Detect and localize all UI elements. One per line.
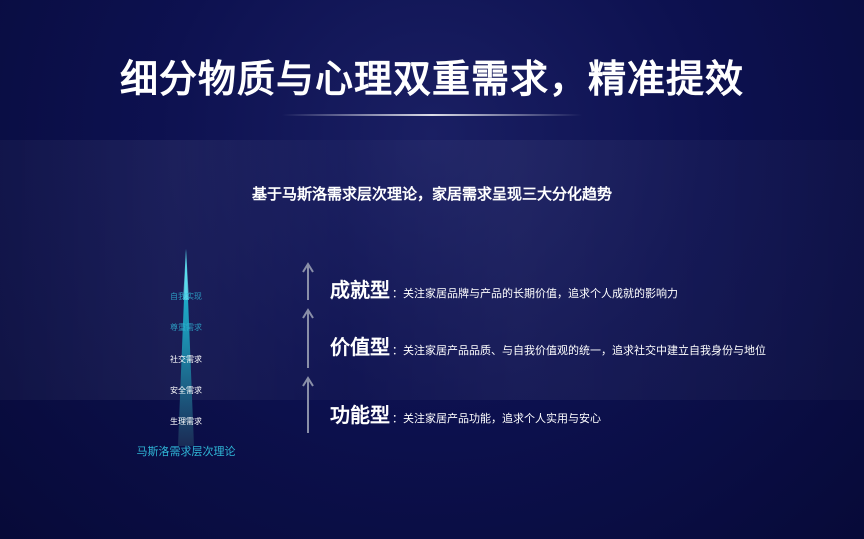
pyramid-level-social: 社交需求: [170, 355, 202, 364]
tier-value-type: 价值型: [330, 335, 390, 359]
maslow-pyramid: [178, 249, 194, 446]
arrow-function: [302, 376, 314, 433]
maslow-caption: 马斯洛需求层次理论: [136, 445, 236, 458]
tier-function-type: 功能型: [330, 403, 390, 427]
arrow-value: [302, 308, 314, 368]
page-title: 细分物质与心理双重需求，精准提效: [119, 57, 744, 101]
tier-achievement: 成就型 ：关注家居品牌与产品的长期价值，追求个人成就的影响力: [330, 274, 678, 303]
page-subtitle: 基于马斯洛需求层次理论，家居需求呈现三大分化趋势: [251, 185, 612, 203]
pyramid-level-self-actualization: 自我实现: [170, 292, 202, 301]
tier-function-desc: ：关注家居产品功能，追求个人实用与安心: [392, 412, 601, 425]
tier-achievement-type: 成就型: [330, 278, 390, 302]
tier-value-desc: ：关注家居产品品质、与自我价值观的统一，追求社交中建立自我身份与地位: [392, 344, 766, 357]
title-underline: [282, 114, 582, 116]
pyramid-level-physiological: 生理需求: [170, 417, 202, 426]
arrow-achievement: [302, 262, 314, 300]
pyramid-level-safety: 安全需求: [170, 386, 202, 395]
background-band: [0, 140, 864, 400]
pyramid-level-esteem: 尊重需求: [170, 323, 202, 332]
tier-value: 价值型 ：关注家居产品品质、与自我价值观的统一，追求社交中建立自我身份与地位: [330, 331, 766, 360]
maslow-pyramid-highlight: [183, 249, 189, 300]
tier-achievement-desc: ：关注家居品牌与产品的长期价值，追求个人成就的影响力: [392, 287, 678, 300]
tier-function: 功能型 ：关注家居产品功能，追求个人实用与安心: [330, 399, 601, 428]
